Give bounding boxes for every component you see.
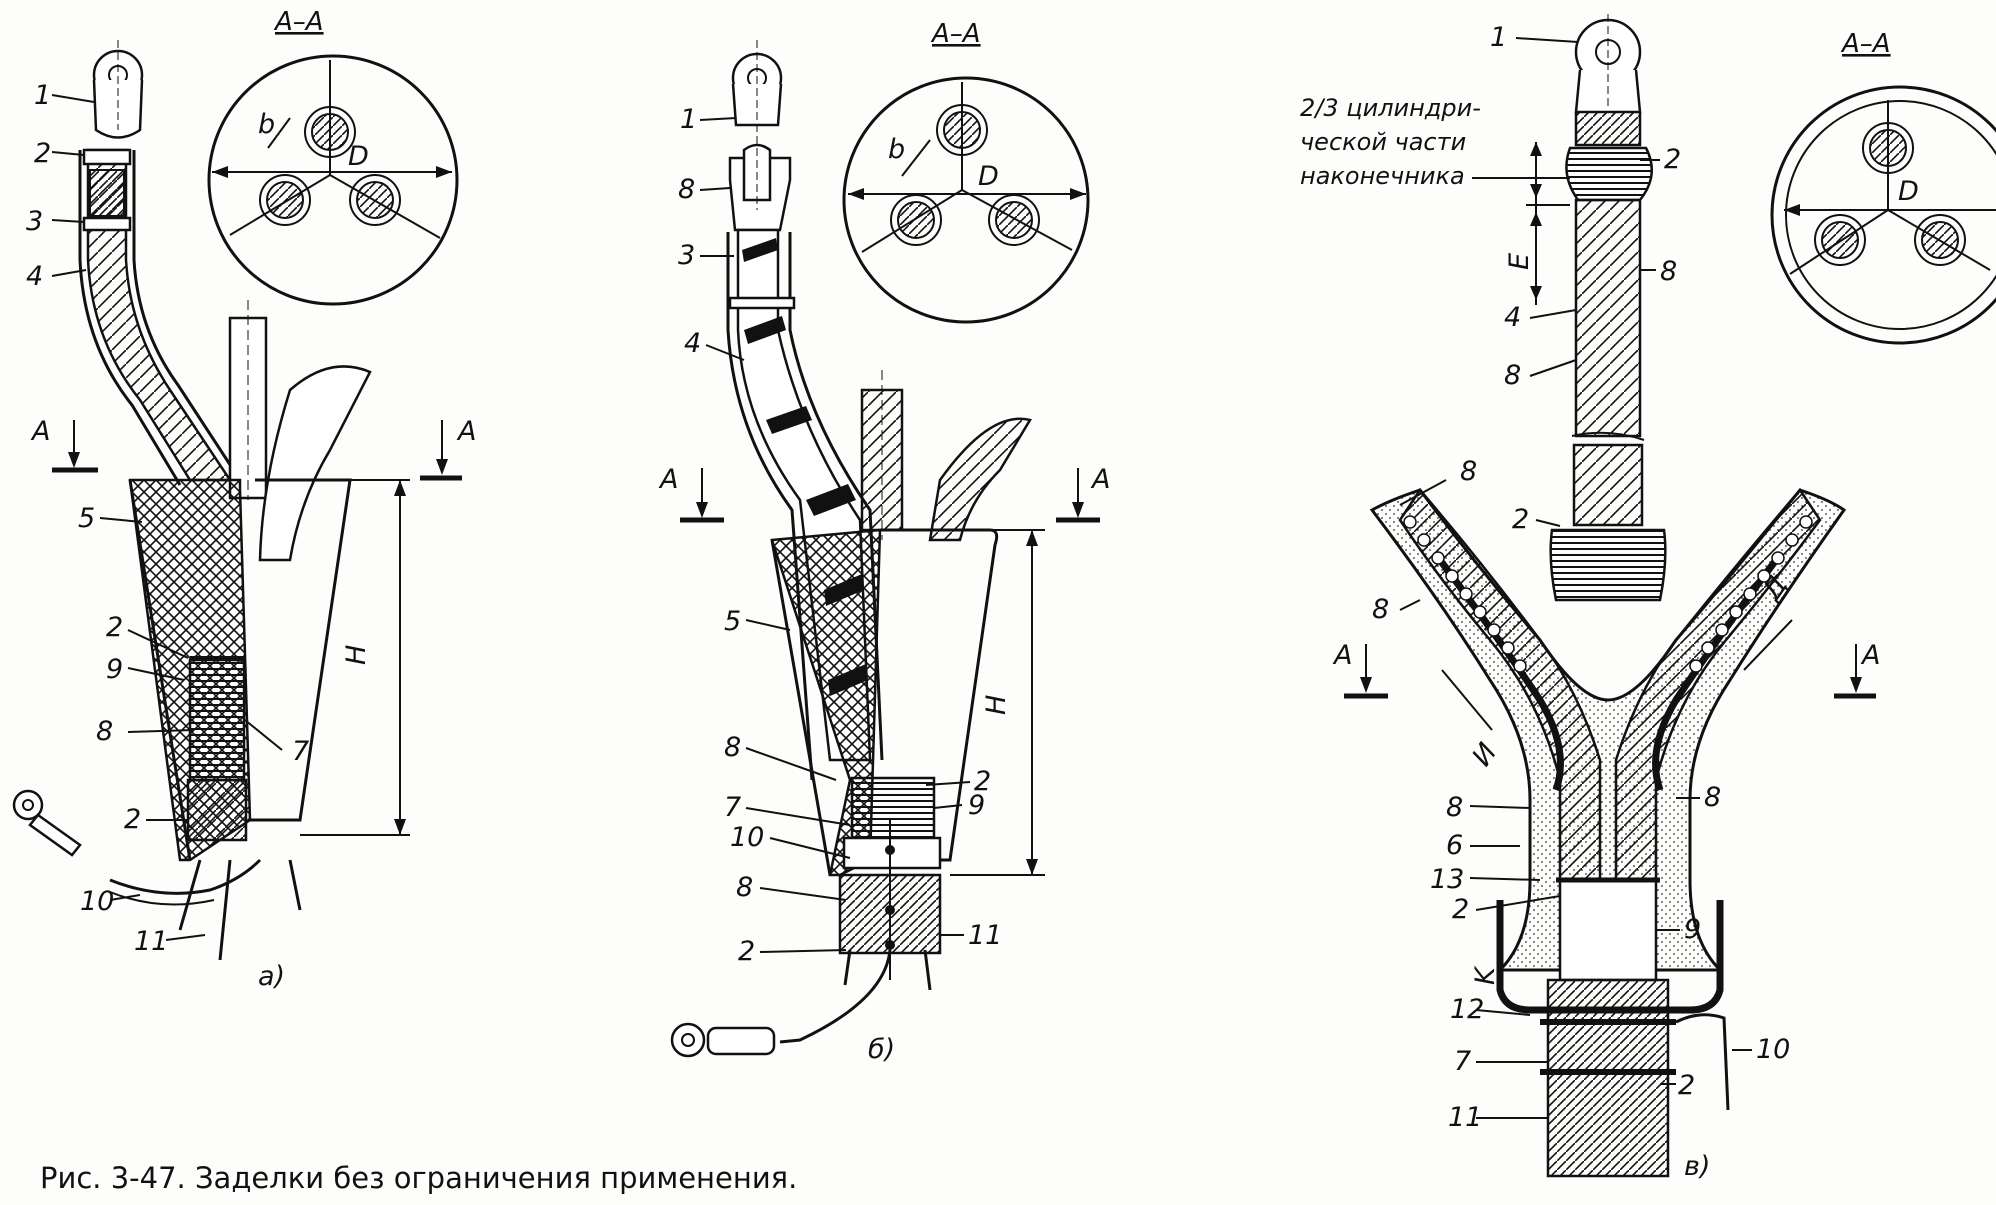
bead-rows-v [1403, 515, 1813, 673]
label-v-10: 10 [1756, 1034, 1790, 1065]
label-a-9: 9 [106, 654, 123, 685]
label-b-2: 2 [974, 766, 991, 797]
label-b-3: 3 [678, 240, 695, 271]
label-a-8: 8 [96, 716, 113, 747]
label-a-1: 1 [34, 80, 51, 111]
section-arrow-v-right: А [1860, 640, 1880, 671]
view-a: H А А А–А b D [12, 7, 476, 992]
view-v: E K И Д А А 2/3 цилиндри- ческой части н… [1300, 14, 1996, 1182]
view-tag-b: б) [868, 1034, 895, 1065]
label-v-8: 8 [1660, 256, 1677, 287]
view-tag-a: а) [258, 961, 285, 992]
label-a-2b: 2 [106, 612, 123, 643]
section-arrow-v-left: А [1332, 640, 1352, 671]
section-arrow-b-right: А [1090, 464, 1110, 495]
label-v-8f: 8 [1704, 782, 1721, 813]
label-v-7: 7 [1454, 1046, 1471, 1077]
label-v-1: 1 [1490, 22, 1507, 53]
leader-lines-b [699, 117, 971, 953]
section-arrow-b-left: А [658, 464, 678, 495]
section-title-v: А–А [1840, 29, 1891, 59]
label-b-5: 5 [724, 606, 741, 637]
label-b-8: 8 [678, 174, 695, 205]
dim-b-b: b [888, 134, 905, 165]
dim-D-b: D [978, 161, 999, 192]
dim-H-b: H [981, 695, 1012, 715]
dim-K: K [1470, 965, 1501, 985]
label-a-3: 3 [26, 206, 43, 237]
dim-b-a: b [258, 109, 275, 140]
label-b-8b: 8 [724, 732, 741, 763]
label-v-8d: 8 [1372, 594, 1389, 625]
note-line-2: ческой части [1300, 128, 1466, 156]
section-arrow-a-left: А [30, 416, 50, 447]
label-a-4: 4 [26, 261, 43, 292]
section-title-a: А–А [273, 7, 324, 37]
label-a-7: 7 [292, 736, 309, 767]
view-tag-v: в) [1684, 1151, 1710, 1182]
label-v-8c: 8 [1460, 456, 1477, 487]
label-v-8b: 8 [1504, 360, 1521, 391]
label-a-2c: 2 [124, 804, 141, 835]
label-v-6: 6 [1446, 830, 1463, 861]
label-v-13: 13 [1430, 864, 1464, 895]
label-b-1: 1 [680, 104, 697, 135]
label-b-2b: 2 [738, 936, 755, 967]
label-v-2b: 2 [1512, 504, 1529, 535]
label-v-2: 2 [1664, 144, 1681, 175]
leader-lines-a [51, 94, 283, 941]
label-v-4: 4 [1504, 302, 1521, 333]
section-arrow-a-right: А [456, 416, 476, 447]
label-b-10: 10 [730, 822, 764, 853]
label-b-11: 11 [968, 920, 1002, 951]
view-b: H А А А–А b D [658, 19, 1110, 1065]
label-v-2c: 2 [1452, 894, 1469, 925]
label-a-10: 10 [80, 886, 114, 917]
figure-caption: Рис. 3-47. Заделки без ограничения приме… [40, 1161, 797, 1195]
dim-E: E [1504, 253, 1535, 270]
label-a-5: 5 [78, 503, 95, 534]
note-line-3: наконечника [1300, 162, 1465, 190]
dim-I: И [1466, 738, 1503, 772]
note-line-1: 2/3 цилиндри- [1300, 94, 1481, 122]
label-b-8c: 8 [736, 872, 753, 903]
label-b-4: 4 [684, 328, 701, 359]
label-a-11: 11 [134, 926, 168, 957]
label-v-12: 12 [1450, 994, 1484, 1025]
dim-H-a: H [341, 645, 372, 665]
dim-D-v: D [1898, 176, 1919, 207]
dim-D-a: D [348, 141, 369, 172]
label-a-2: 2 [34, 138, 51, 169]
label-v-8e: 8 [1446, 792, 1463, 823]
cable-lug-a [92, 40, 144, 139]
label-b-9: 9 [968, 790, 985, 821]
label-v-9: 9 [1684, 914, 1701, 945]
label-v-2d: 2 [1678, 1070, 1695, 1101]
leader-lines-v [1399, 37, 1752, 1119]
label-b-7: 7 [724, 792, 741, 823]
section-title-b: А–А [930, 19, 981, 49]
label-v-11: 11 [1448, 1102, 1482, 1133]
